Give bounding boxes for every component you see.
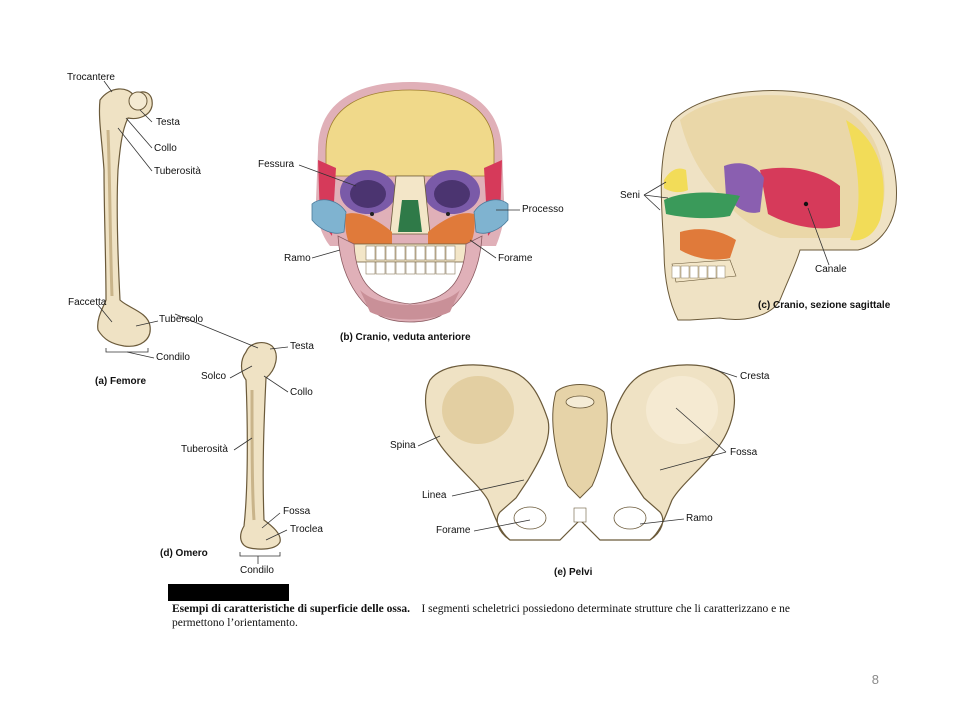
humerus-illustration (174, 313, 289, 564)
label-femore-faccetta: Faccetta (68, 297, 107, 308)
label-femore-tuberosita: Tuberosità (154, 166, 201, 177)
label-femore-condilo: Condilo (156, 352, 190, 363)
label-pelvi-ramo: Ramo (686, 513, 713, 524)
label-femore-testa: Testa (156, 117, 180, 128)
label-omero-testa: Testa (290, 341, 314, 352)
figure-caption: Esempi di caratteristiche di superficie … (172, 602, 832, 630)
label-sagittale-seni: Seni (620, 190, 641, 201)
label-cranio-forame: Forame (498, 253, 533, 264)
label-cranio-processo: Processo (522, 204, 564, 215)
skull-sagittal-illustration (643, 90, 898, 321)
label-omero-collo: Collo (290, 387, 313, 398)
caption-cranio-anteriore: (b) Cranio, veduta anteriore (340, 332, 471, 343)
label-pelvi-cresta: Cresta (740, 371, 770, 382)
label-cranio-ramo: Ramo (284, 253, 311, 264)
label-omero-troclea: Troclea (290, 524, 323, 535)
label-pelvi-forame: Forame (436, 525, 471, 536)
label-omero-condilo: Condilo (240, 565, 274, 576)
label-femore-trocantere: Trocantere (67, 72, 115, 83)
redaction-bar (168, 584, 289, 601)
label-pelvi-fossa: Fossa (730, 447, 758, 458)
page-number: 8 (871, 672, 879, 687)
caption-title: Esempi di caratteristiche di superficie … (172, 603, 410, 615)
label-pelvi-spina: Spina (390, 440, 416, 451)
label-omero-solco: Solco (201, 371, 227, 382)
caption-body: I segmenti scheletrici possiedono determ… (172, 603, 790, 629)
label-sagittale-canale: Canale (815, 264, 847, 275)
femur-illustration (97, 80, 159, 359)
caption-cranio-sagittale: (c) Cranio, sezione sagittale (758, 300, 891, 311)
label-pelvi-linea: Linea (422, 490, 447, 501)
caption-omero: (d) Omero (160, 548, 208, 559)
skull-anterior-illustration (298, 82, 520, 323)
caption-femore: (a) Femore (95, 376, 147, 387)
caption-pelvi: (e) Pelvi (554, 567, 593, 578)
pelvis-illustration (417, 364, 738, 541)
label-cranio-fessura: Fessura (258, 159, 295, 170)
label-omero-fossa: Fossa (283, 506, 311, 517)
label-femore-tubercolo: Tubercolo (159, 314, 204, 325)
label-omero-tuberosita: Tuberosità (181, 444, 228, 455)
label-femore-collo: Collo (154, 143, 177, 154)
